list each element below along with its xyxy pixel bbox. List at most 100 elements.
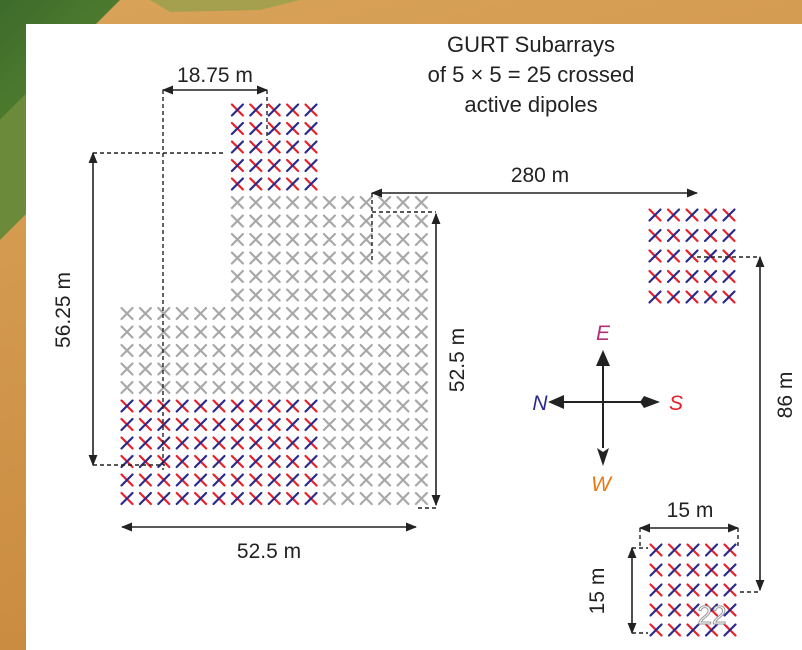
- compass-rose: E N S W: [532, 322, 683, 496]
- inactive-dipole: [286, 380, 300, 395]
- active-dipole: [157, 473, 171, 487]
- inactive-dipole: [304, 251, 318, 265]
- active-dipole: [703, 249, 718, 263]
- active-dipole: [704, 623, 719, 637]
- inactive-dipole: [396, 269, 410, 284]
- inactive-dipole: [230, 269, 244, 284]
- active-dipole: [304, 491, 318, 506]
- active-dipole: [666, 269, 681, 284]
- inactive-dipole: [249, 380, 263, 395]
- active-dipole: [286, 158, 300, 173]
- active-dipole: [723, 603, 737, 617]
- inactive-dipole: [249, 288, 263, 302]
- inactive-dipole: [322, 269, 336, 284]
- inactive-dipole: [359, 343, 373, 358]
- active-dipole: [230, 177, 244, 191]
- active-dipole: [666, 208, 681, 222]
- bottom-width-label: 52.5 m: [237, 540, 301, 563]
- active-dipole: [230, 140, 244, 154]
- inactive-dipole: [359, 269, 373, 284]
- inactive-dipole: [249, 306, 263, 321]
- inactive-dipole: [230, 195, 244, 210]
- inactive-dipole: [157, 380, 171, 395]
- inactive-dipole: [378, 417, 392, 432]
- active-dipole: [286, 454, 300, 469]
- active-dipole: [249, 177, 263, 191]
- active-dipole: [267, 140, 281, 154]
- active-dipole: [685, 269, 699, 284]
- active-dipole: [175, 436, 189, 450]
- inactive-dipole: [414, 399, 428, 413]
- active-dipole: [249, 473, 263, 487]
- active-dipole: [230, 417, 244, 432]
- inactive-dipole: [322, 436, 336, 450]
- active-dipole: [249, 399, 263, 413]
- active-dipole: [212, 454, 226, 469]
- inactive-dipole: [138, 343, 152, 358]
- active-dipole: [286, 140, 300, 154]
- active-dipole: [703, 208, 718, 222]
- inactive-dipole: [322, 454, 336, 469]
- active-dipole: [685, 228, 699, 243]
- active-dipole: [157, 436, 171, 450]
- inactive-dipole: [304, 306, 318, 321]
- active-dipole: [194, 417, 208, 432]
- inactive-dipole: [230, 380, 244, 395]
- inactive-dipole: [414, 417, 428, 432]
- active-dipole: [175, 399, 189, 413]
- active-dipole: [648, 249, 662, 263]
- active-dipole: [267, 158, 281, 173]
- inactive-dipole: [378, 269, 392, 284]
- active-dipole: [267, 454, 281, 469]
- active-dipole: [286, 436, 300, 450]
- inactive-dipole: [194, 306, 208, 321]
- inactive-dipole: [286, 214, 300, 228]
- inactive-dipole: [304, 362, 318, 376]
- active-dipole: [194, 436, 208, 450]
- inactive-dipole: [138, 362, 152, 376]
- active-dipole: [304, 436, 318, 450]
- active-dipole: [230, 491, 244, 506]
- inactive-dipole: [157, 362, 171, 376]
- active-dipole: [667, 583, 682, 597]
- inactive-dipole: [414, 343, 428, 358]
- active-dipole: [286, 417, 300, 432]
- title-line-2: of 5 × 5 = 25 crossed: [428, 62, 635, 87]
- inactive-dipole: [378, 343, 392, 358]
- inactive-dipole: [414, 454, 428, 469]
- active-dipole: [649, 603, 663, 617]
- inactive-dipole: [341, 399, 355, 413]
- active-dipole: [267, 177, 281, 191]
- inactive-dipole: [359, 436, 373, 450]
- active-dipole: [666, 249, 681, 263]
- inactive-dipole: [322, 325, 336, 339]
- inactive-dipole: [414, 288, 428, 302]
- inactive-dipole: [304, 380, 318, 395]
- inactive-dipole: [341, 232, 355, 247]
- inactive-dipole: [267, 288, 281, 302]
- active-dipole: [286, 177, 300, 191]
- inactive-dipole: [341, 491, 355, 506]
- active-dipole: [194, 473, 208, 487]
- inactive-dipole: [304, 232, 318, 247]
- active-dipole: [648, 228, 662, 243]
- active-dipole: [175, 473, 189, 487]
- active-dipole: [194, 399, 208, 413]
- inactive-dipole: [286, 343, 300, 358]
- inactive-dipole: [322, 288, 336, 302]
- inactive-dipole: [378, 362, 392, 376]
- inactive-dipole: [267, 269, 281, 284]
- inactive-dipole: [194, 343, 208, 358]
- inactive-dipole: [341, 362, 355, 376]
- active-dipole: [649, 583, 663, 597]
- title-line-1: GURT Subarrays: [447, 32, 615, 57]
- active-dipole: [138, 473, 152, 487]
- inactive-dipole: [414, 306, 428, 321]
- inactive-dipole: [378, 288, 392, 302]
- title-line-3: active dipoles: [464, 92, 597, 117]
- active-dipole: [686, 583, 700, 597]
- inactive-dipole: [230, 214, 244, 228]
- inactive-dipole: [396, 491, 410, 506]
- right-height-label: 52.5 m: [446, 328, 469, 392]
- inactive-dipole: [359, 454, 373, 469]
